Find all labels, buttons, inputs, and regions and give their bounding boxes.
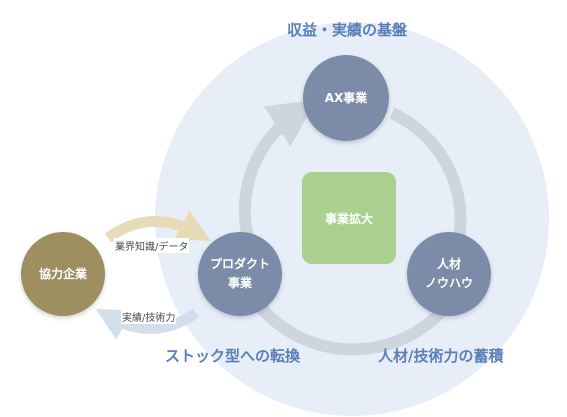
center-label: 事業拡大 [324, 211, 373, 226]
node-product-label-line2: 事業 [227, 276, 252, 290]
node-ax-business: AX事業 [303, 55, 389, 141]
label-stock-shift: ストック型への転換 [165, 347, 301, 365]
cycle-ring-lower [240, 283, 466, 356]
flow-label-results-tech: 実績/技術力 [121, 309, 177, 324]
label-talent-accumulation: 人材/技術力の蓄積 [378, 347, 504, 365]
node-ax-label: AX事業 [324, 90, 368, 105]
center-business-expansion: 事業拡大 [302, 172, 396, 264]
node-talent-label-line2: ノウハウ [424, 276, 473, 290]
arrow-to-partner [95, 308, 200, 340]
arrow-to-product [104, 210, 211, 243]
node-product-label-line1: プロダクト [209, 257, 270, 272]
node-talent-label-line1: 人材 [436, 257, 461, 272]
flow-label-industry-data: 業界知識/データ [114, 238, 190, 253]
node-product-business: プロダクト 事業 [198, 232, 282, 316]
node-talent-knowhow: 人材 ノウハウ [407, 232, 491, 316]
node-partner-label: 協力企業 [38, 266, 87, 281]
label-revenue-foundation: 収益・実績の基盤 [287, 21, 408, 39]
node-partner-company: 協力企業 [21, 232, 105, 316]
